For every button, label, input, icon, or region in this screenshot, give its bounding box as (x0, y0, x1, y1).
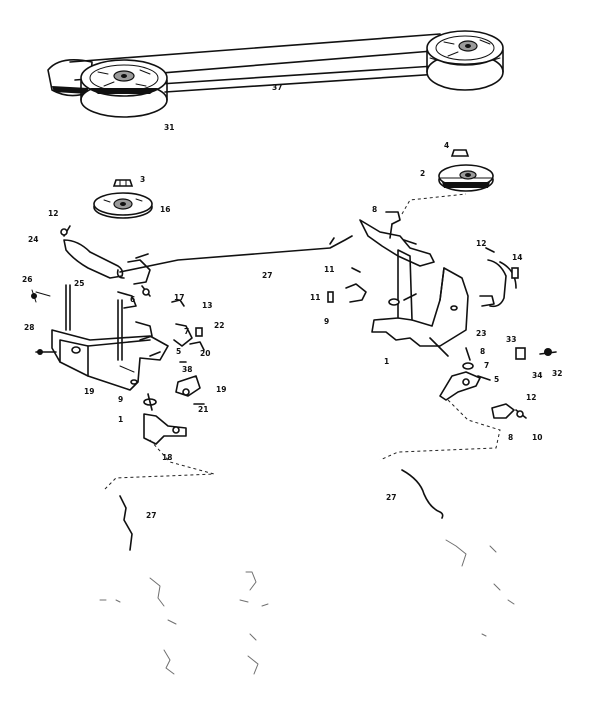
left-small-parts (117, 253, 205, 445)
callout-label: 16 (160, 205, 170, 214)
right-lever-assembly (359, 193, 467, 267)
callout-label: 24 (28, 235, 38, 244)
callout-label: 12 (476, 239, 486, 248)
callout-label: 31 (164, 123, 174, 132)
callout-label: 33 (506, 335, 516, 344)
callout-label: 11 (324, 265, 334, 274)
left-ribbon-spool (80, 59, 168, 118)
left-leader-line (103, 439, 215, 491)
callout-label: 25 (74, 279, 84, 288)
callout-label: 5 (176, 347, 181, 356)
callout-label: 28 (24, 323, 34, 332)
callout-label: 21 (198, 405, 208, 414)
callout-label: 13 (202, 301, 212, 310)
callout-label: 12 (48, 209, 58, 218)
left-spring-wire (119, 495, 133, 551)
callout-label: 2 (420, 169, 425, 178)
callout-label: 20 (200, 349, 210, 358)
left-spool-nut (112, 179, 134, 187)
callout-label: 9 (118, 395, 123, 404)
callout-label: 27 (262, 271, 272, 280)
callout-label: 12 (526, 393, 536, 402)
callout-label: 6 (130, 295, 135, 304)
callout-label: 7 (184, 327, 189, 336)
callout-label: 22 (214, 321, 224, 330)
callout-label: 14 (512, 253, 522, 262)
right-main-bracket (327, 249, 495, 357)
left-frame-bracket (35, 329, 169, 391)
callout-label: 27 (386, 493, 396, 502)
callout-label: 4 (444, 141, 449, 150)
faded-parts-area (99, 539, 515, 675)
callout-label: 9 (324, 317, 329, 326)
callout-label: 7 (484, 361, 489, 370)
callout-label: 34 (532, 371, 542, 380)
right-ribbon-spool (426, 30, 504, 91)
right-ratchet-gear (438, 164, 494, 192)
callout-label: 8 (480, 347, 485, 356)
right-leader-line (379, 399, 501, 461)
callout-label: 18 (162, 453, 172, 462)
callout-label: 8 (508, 433, 513, 442)
callout-label: 37 (272, 83, 282, 92)
callout-labels: 31 37 3 2 16 12 24 25 26 6 27 13 22 7 20… (22, 83, 562, 520)
callout-label: 32 (552, 369, 562, 378)
callout-label: 26 (22, 275, 32, 284)
right-small-parts (439, 347, 557, 419)
callout-label: 5 (494, 375, 499, 384)
callout-label: 19 (84, 387, 94, 396)
left-shaft-assembly (31, 284, 123, 361)
callout-label: 17 (174, 293, 184, 302)
ribbon-guide-wire (116, 235, 353, 279)
left-lever-arm (60, 225, 124, 279)
callout-label: 38 (182, 365, 192, 374)
callout-label: 27 (146, 511, 156, 520)
callout-label: 8 (372, 205, 377, 214)
right-gear-nut (450, 149, 470, 157)
callout-label: 19 (216, 385, 226, 394)
callout-label: 11 (310, 293, 320, 302)
left-ratchet-wheel (93, 192, 153, 219)
callout-label: 1 (384, 357, 389, 366)
callout-label: 10 (532, 433, 542, 442)
callout-label: 3 (140, 175, 145, 184)
right-spring-arm (485, 247, 519, 308)
callout-label: 23 (476, 329, 486, 338)
callout-label: 1 (118, 415, 123, 424)
right-spring-wire (401, 469, 444, 519)
